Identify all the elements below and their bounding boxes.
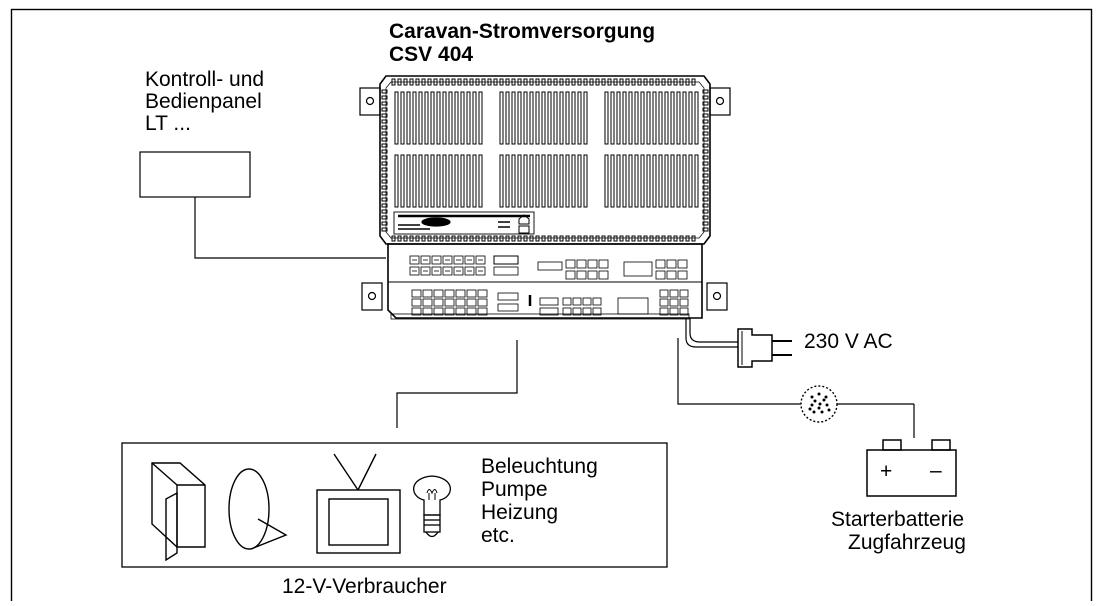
csv-404-unit <box>359 75 731 320</box>
terminal-blocks <box>409 255 689 316</box>
title-line-1: Caravan-Stromversorgung <box>389 20 656 43</box>
battery-icon <box>866 439 957 497</box>
consumer-box <box>121 442 668 568</box>
mirror-icon <box>228 468 288 550</box>
mounting-tab-bottom-right <box>706 282 728 311</box>
title-line-2: CSV 404 <box>389 43 474 66</box>
battery-label-2: Zugfahrzeug <box>848 531 966 554</box>
type-label-plate <box>393 211 535 235</box>
mounting-tab-top-right <box>709 87 731 116</box>
unit-upper-housing <box>379 75 711 245</box>
tv-icon <box>316 453 401 554</box>
battery-cable <box>677 338 801 405</box>
outer-frame <box>10 8 1093 606</box>
control-panel-cable <box>194 197 386 259</box>
control-panel-label-1: Kontroll- und <box>145 68 265 91</box>
mains-cable <box>685 318 738 348</box>
cabinet-icon <box>151 462 206 562</box>
consumer-item-3: Heizung <box>481 501 559 524</box>
consumers-caption: 12-V-Verbraucher <box>282 575 447 598</box>
trailer-socket-icon <box>800 385 838 423</box>
unit-lower-housing <box>387 243 703 319</box>
light-bulb-icon <box>413 475 451 538</box>
mounting-tab-bottom-left <box>361 282 383 311</box>
mounting-tab-top-left <box>359 87 381 116</box>
plug-icon <box>737 328 792 368</box>
battery-minus: – <box>930 459 942 482</box>
consumer-cable <box>396 340 518 428</box>
consumer-item-4: etc. <box>481 524 515 547</box>
control-panel-label-3: LT ... <box>145 112 191 135</box>
control-panel-box <box>139 151 251 198</box>
consumer-item-2: Pumpe <box>481 478 548 501</box>
battery-label-1: Starterbatterie <box>831 508 965 531</box>
vent-slots <box>381 78 709 242</box>
battery-plus: + <box>880 460 893 483</box>
consumer-item-1: Beleuchtung <box>481 455 598 478</box>
control-panel-label-2: Bedienpanel <box>145 90 262 113</box>
mains-label: 230 V AC <box>804 330 893 353</box>
